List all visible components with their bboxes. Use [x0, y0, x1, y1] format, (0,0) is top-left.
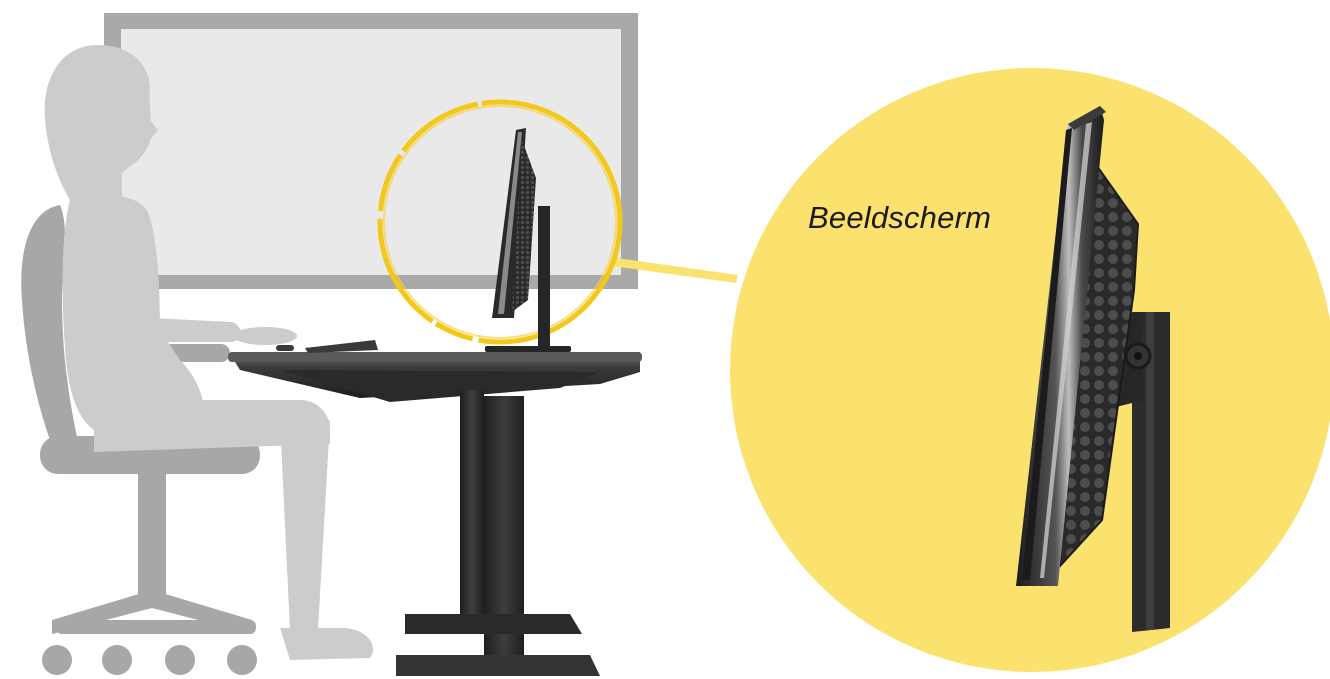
- keyboard: [276, 340, 378, 353]
- wall-board: [104, 13, 638, 289]
- monitor-label: Beeldscherm: [808, 200, 991, 236]
